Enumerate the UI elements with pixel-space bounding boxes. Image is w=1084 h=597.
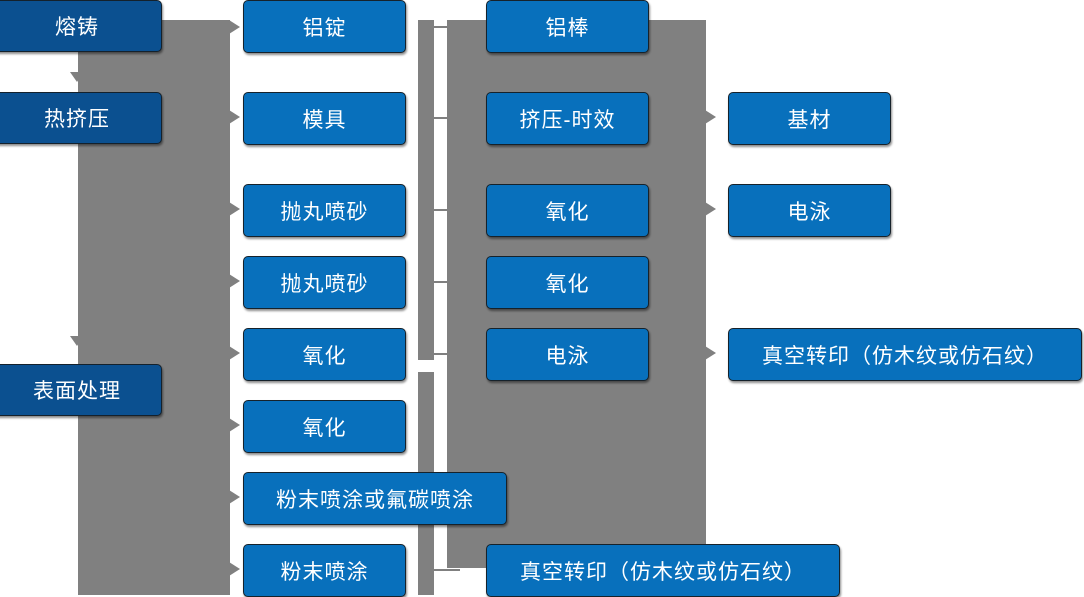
node-label: 电泳	[787, 200, 832, 224]
tick-row-3	[434, 209, 454, 211]
node-aluminium-ingot[interactable]: 铝锭	[243, 0, 406, 53]
node-powder-or-pvdf-coating[interactable]: 粉末喷涂或氟碳喷涂	[243, 472, 507, 525]
node-label: 抛丸喷砂	[280, 200, 369, 224]
arrow-to-electrophoresis-2	[705, 202, 716, 216]
node-hot-extrusion[interactable]: 热挤压	[0, 92, 162, 144]
tick-row-5	[434, 353, 454, 355]
node-label: 氧化	[545, 272, 590, 296]
node-aluminium-bar[interactable]: 铝棒	[486, 0, 649, 53]
node-electrophoresis-1[interactable]: 电泳	[486, 328, 649, 381]
arrow-to-vacuum-transfer-2	[705, 346, 716, 360]
node-label: 粉末喷涂	[280, 560, 369, 584]
node-label: 熔铸	[55, 16, 99, 39]
node-label: 真空转印（仿木纹或仿石纹）	[762, 344, 1048, 368]
node-label: 真空转印（仿木纹或仿石纹）	[520, 560, 806, 584]
node-electrophoresis-2[interactable]: 电泳	[728, 184, 891, 237]
node-label: 热挤压	[44, 108, 110, 131]
tick-row-1	[434, 26, 454, 28]
arrow-to-powder-coating	[229, 562, 240, 576]
arrow-down-extrusion-to-surface	[70, 336, 84, 346]
node-label: 粉末喷涂或氟碳喷涂	[276, 488, 474, 512]
node-oxidation-1[interactable]: 氧化	[243, 328, 406, 381]
arrow-to-oxidation-2	[229, 418, 240, 432]
node-shot-blast-2[interactable]: 抛丸喷砂	[243, 256, 406, 309]
node-label: 挤压-时效	[519, 108, 616, 132]
arrow-to-base-material	[705, 110, 716, 124]
mask-band-surface	[0, 348, 78, 368]
node-melt-cast[interactable]: 熔铸	[0, 0, 162, 52]
arrow-down-melt-to-extrusion	[70, 72, 84, 82]
tick-surface-treatment	[163, 389, 185, 391]
tick-row-4	[434, 281, 454, 283]
node-label: 氧化	[302, 416, 347, 440]
connector-spine-mid	[418, 20, 434, 360]
node-oxidation-2[interactable]: 氧化	[243, 400, 406, 453]
tick-row-2	[434, 117, 454, 119]
arrow-to-die-mould	[229, 110, 240, 124]
arrow-to-oxidation-1	[229, 346, 240, 360]
node-label: 氧化	[545, 200, 590, 224]
node-label: 基材	[787, 108, 832, 132]
node-vacuum-transfer-2[interactable]: 真空转印（仿木纹或仿石纹）	[728, 328, 1082, 381]
node-label: 模具	[302, 108, 347, 132]
node-label: 铝锭	[302, 16, 347, 40]
arrow-to-powder-or-pvdf	[229, 490, 240, 504]
node-base-material[interactable]: 基材	[728, 92, 891, 145]
node-oxidation-3[interactable]: 氧化	[486, 184, 649, 237]
node-shot-blast-1[interactable]: 抛丸喷砂	[243, 184, 406, 237]
node-extrusion-aging[interactable]: 挤压-时效	[486, 92, 649, 145]
node-label: 铝棒	[545, 16, 590, 40]
tick-row-8	[434, 569, 460, 571]
node-label: 表面处理	[33, 380, 121, 403]
node-label: 氧化	[302, 344, 347, 368]
node-vacuum-transfer-1[interactable]: 真空转印（仿木纹或仿石纹）	[486, 544, 840, 597]
arrow-to-shot-blast-2	[229, 274, 240, 288]
node-die-mould[interactable]: 模具	[243, 92, 406, 145]
node-label: 抛丸喷砂	[280, 272, 369, 296]
node-label: 电泳	[545, 344, 590, 368]
arrow-to-aluminium-ingot	[229, 20, 240, 34]
arrow-to-shot-blast-1	[229, 202, 240, 216]
node-powder-coating[interactable]: 粉末喷涂	[243, 544, 406, 597]
node-oxidation-4[interactable]: 氧化	[486, 256, 649, 309]
node-surface-treatment[interactable]: 表面处理	[0, 364, 162, 416]
